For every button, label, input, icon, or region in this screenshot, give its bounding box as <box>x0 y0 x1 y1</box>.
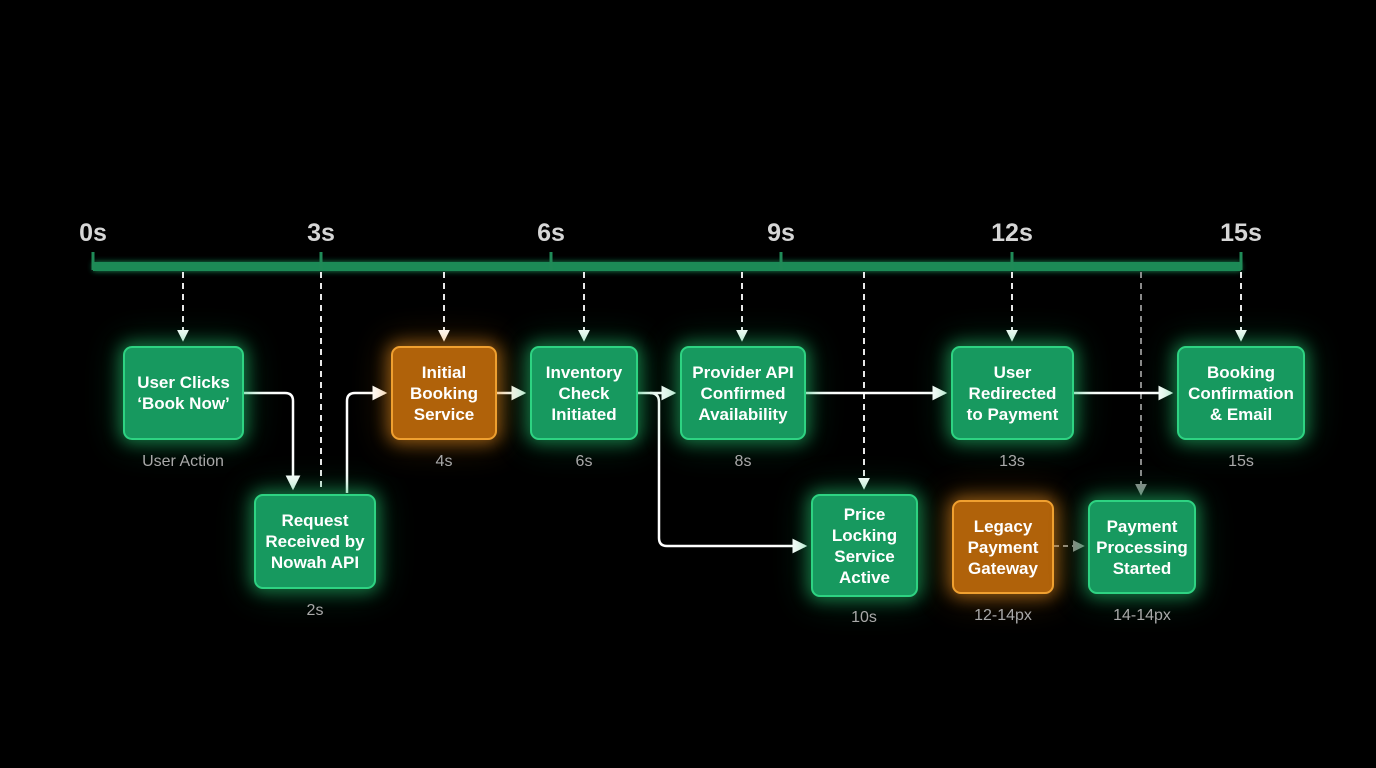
node-booking-confirmation: Booking Confirmation & Email <box>1177 346 1305 440</box>
tick-label-6s: 6s <box>537 219 565 247</box>
tick-label-0s: 0s <box>79 219 107 247</box>
node-user-clicks: User Clicks ‘Book Now’ <box>123 346 244 440</box>
timeline-axis <box>93 262 1241 271</box>
node-price-locking: Price Locking Service Active <box>811 494 918 597</box>
connector-request-to-initial-booking <box>345 385 388 493</box>
connector-user-clicks-to-request <box>244 391 301 491</box>
caption-initial-booking: 4s <box>435 453 453 470</box>
node-request-received: Request Received by Nowah API <box>254 494 376 589</box>
tick-label-15s: 15s <box>1220 219 1262 247</box>
caption-inventory-check: 6s <box>575 453 593 470</box>
tick-label-9s: 9s <box>767 219 795 247</box>
caption-payment-processing: 14-14px <box>1113 607 1171 624</box>
caption-price-locking: 10s <box>851 609 877 626</box>
connector-inventory-to-price-locking <box>649 391 808 554</box>
node-provider-api: Provider API Confirmed Availability <box>680 346 806 440</box>
node-inventory-check: Inventory Check Initiated <box>530 346 638 440</box>
node-legacy-gateway: Legacy Payment Gateway <box>952 500 1054 594</box>
caption-booking-confirmation: 15s <box>1228 453 1254 470</box>
caption-user-redirected: 13s <box>999 453 1025 470</box>
caption-user-clicks: User Action <box>142 453 224 470</box>
tick-label-12s: 12s <box>991 219 1033 247</box>
caption-provider-api: 8s <box>734 453 752 470</box>
caption-request-received: 2s <box>306 602 324 619</box>
node-user-redirected: User Redirected to Payment <box>951 346 1074 440</box>
tick-label-3s: 3s <box>307 219 335 247</box>
caption-legacy-gateway: 12-14px <box>974 607 1032 624</box>
node-initial-booking: Initial Booking Service <box>391 346 497 440</box>
node-payment-processing: Payment Processing Started <box>1088 500 1196 594</box>
